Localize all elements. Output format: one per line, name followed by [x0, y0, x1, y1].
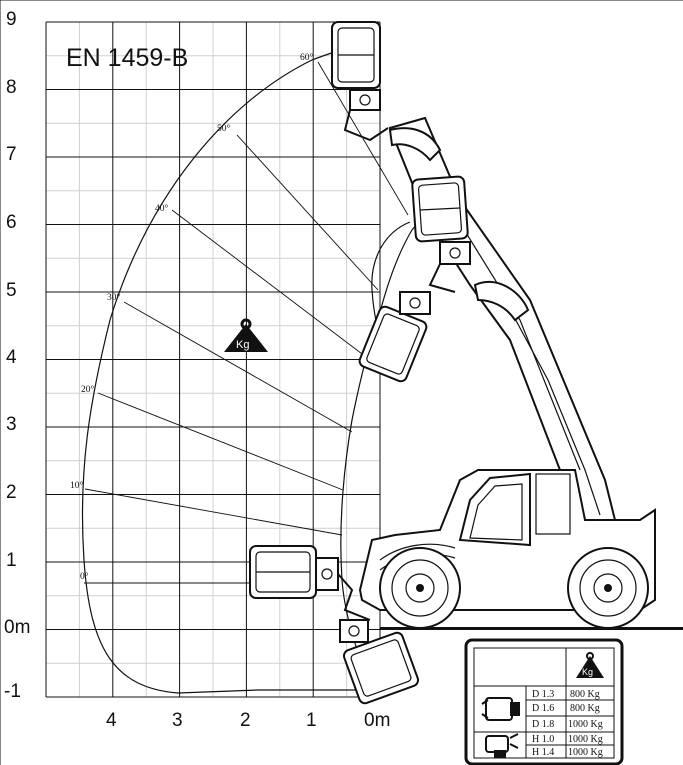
angle-labels: 60° 50° 40° 30° 20° 10° 0°: [70, 52, 314, 582]
y-tick-label: 3: [6, 414, 17, 435]
x-axis: 4 3 2 1 0m: [106, 710, 390, 731]
rear-wheel-rim: [579, 559, 637, 617]
y-tick-label: -1: [4, 681, 21, 702]
y-tick-label: 0m: [4, 617, 30, 638]
angle-label-60: 60°: [300, 52, 314, 63]
angle-line-10: [84, 488, 343, 536]
boom-cylinder: [504, 299, 601, 516]
weight-icon-label: Kg: [236, 339, 249, 351]
inner-envelope-curve: [340, 195, 453, 691]
platform-basket: [249, 545, 371, 621]
y-tick-label: 8: [6, 77, 17, 98]
cab-door: [535, 473, 571, 535]
x-tick-label: 0m: [364, 710, 390, 731]
angle-line-60: [317, 61, 409, 216]
work-platforms: [249, 21, 471, 705]
platform-basket: [358, 291, 431, 383]
table-row-load: 800 Kg: [570, 703, 600, 714]
angle-line-20: [97, 392, 344, 491]
angle-label-20: 20°: [81, 384, 95, 395]
front-wheel-hub: [405, 573, 435, 603]
boom-inner-line: [454, 214, 581, 471]
basket-h-icon: [485, 733, 519, 758]
rear-wheel-hub: [593, 573, 623, 603]
y-tick-label: 7: [6, 144, 17, 165]
y-tick-label: 1: [6, 550, 17, 571]
table-row-load: 1000 Kg: [568, 747, 603, 758]
platform-basket: [411, 175, 471, 293]
boom-knuckle: [473, 280, 530, 322]
platform-basket: [331, 21, 389, 142]
x-tick-label: 1: [306, 710, 317, 731]
angle-line-30: [123, 301, 353, 433]
table-row-load: 1000 Kg: [568, 719, 603, 730]
angle-label-40: 40°: [155, 203, 169, 214]
weight-icon: Kg: [224, 318, 268, 352]
angle-label-10: 10°: [70, 480, 84, 491]
table-row-code: D 1.8: [532, 719, 554, 730]
table-row-load: 800 Kg: [570, 689, 600, 700]
rear-wheel-axle: [604, 584, 612, 592]
y-tick-label: 6: [6, 212, 17, 233]
y-axis: 9 8 7 6 5 4 3 2 1 0m -1: [4, 9, 30, 702]
cab: [458, 472, 531, 547]
y-tick-label: 2: [6, 482, 17, 503]
standard-label: EN 1459-B: [66, 44, 188, 72]
table-row-code: H 1.0: [532, 734, 554, 745]
angle-line-40: [171, 209, 371, 361]
angle-line-50: [236, 134, 379, 291]
y-tick-label: 9: [6, 9, 17, 30]
angle-label-50: 50°: [217, 123, 231, 134]
angle-label-0: 0°: [80, 571, 89, 582]
table-row-code: D 1.3: [532, 689, 554, 700]
body-stripe: [379, 543, 456, 561]
front-wheel-axle: [416, 584, 424, 592]
table-weight-icon-label: Kg: [582, 667, 593, 677]
angle-label-30: 30°: [107, 292, 121, 303]
table-row-load: 1000 Kg: [568, 734, 603, 745]
x-tick-label: 3: [172, 710, 183, 731]
front-wheel-rim: [391, 559, 449, 617]
y-tick-label: 5: [6, 280, 17, 301]
capacity-table: Kg D 1.3 800 Kg D 1.6 800 Kg D 1.8 1000 …: [464, 638, 624, 765]
platform-basket: [339, 619, 420, 705]
basket-d-icon: [481, 697, 520, 721]
load-envelope-curve: [81, 44, 372, 694]
x-tick-label: 4: [106, 710, 117, 731]
x-tick-label: 2: [240, 710, 251, 731]
boom-upper-knuckle: [388, 127, 442, 162]
y-tick-label: 4: [6, 347, 17, 368]
cab-window: [469, 483, 523, 541]
table-weight-icon: Kg: [576, 652, 604, 678]
table-row-code: H 1.4: [532, 747, 554, 758]
table-row-code: D 1.6: [532, 703, 554, 714]
angle-lines: [84, 61, 409, 584]
